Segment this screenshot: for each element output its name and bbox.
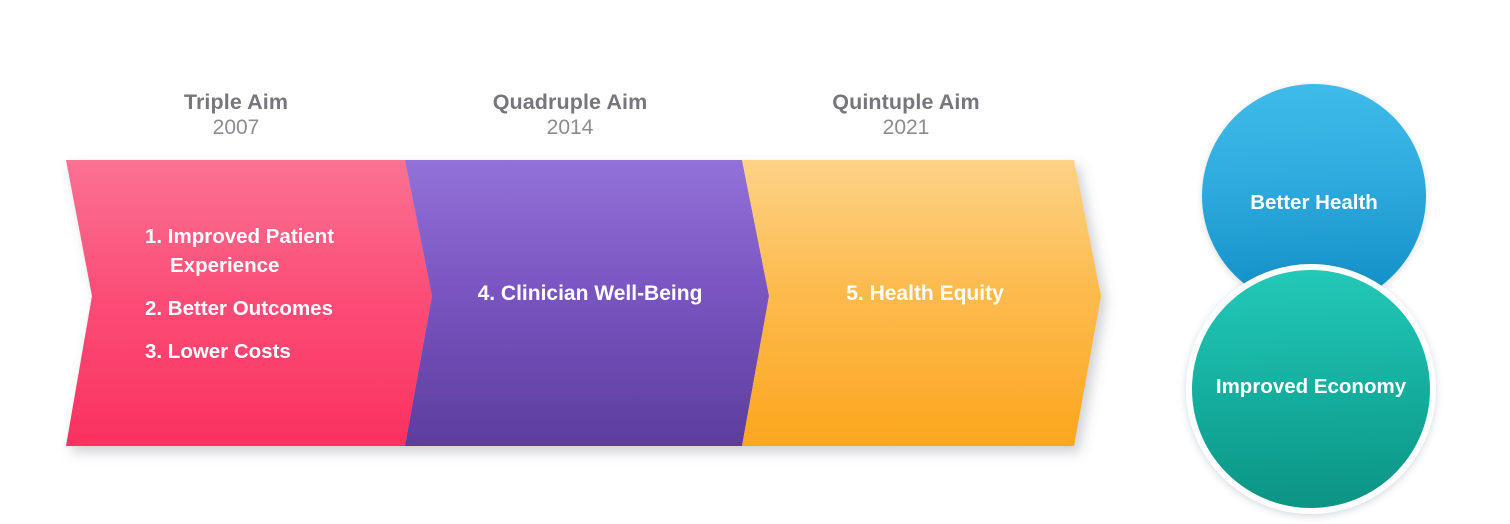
chevron-label-quintuple-aim: 5. Health Equity — [846, 282, 1004, 305]
chevron-label-quadruple-aim: 4. Clinician Well-Being — [477, 282, 703, 305]
aim-item-3: 3. Lower Costs — [145, 340, 291, 364]
phase-title-triple-aim: Triple Aim — [183, 90, 289, 114]
chevron-band — [52, 158, 1122, 448]
chevron-segment-triple-aim — [66, 160, 432, 446]
chevron-segment-quadruple-aim — [405, 160, 769, 446]
outcome-label-improved-economy: Improved Economy — [1215, 375, 1407, 399]
phase-title-quadruple-aim: Quadruple Aim — [492, 90, 648, 114]
phase-year-quintuple-aim: 2021 — [882, 116, 930, 140]
chevron-label-triple-aim: 1. Improved Patient Experience 2. Better… — [145, 222, 395, 366]
phase-header-quadruple-aim: Quadruple Aim 2014 — [470, 90, 670, 141]
chevron-segment-quintuple-aim — [742, 160, 1101, 446]
phase-header-quintuple-aim: Quintuple Aim 2021 — [806, 90, 1006, 141]
phase-header-triple-aim: Triple Aim 2007 — [136, 90, 336, 141]
phase-title-quintuple-aim: Quintuple Aim — [832, 90, 980, 114]
outcome-circles: Better Health Improved Economy — [1186, 84, 1456, 514]
phase-year-triple-aim: 2007 — [212, 116, 260, 140]
phase-year-quadruple-aim: 2014 — [546, 116, 594, 140]
outcome-circle-improved-economy: Improved Economy — [1186, 264, 1436, 514]
aim-item-1: 1. Improved Patient Experience — [145, 225, 335, 278]
outcome-label-better-health: Better Health — [1250, 191, 1378, 215]
aim-item-2: 2. Better Outcomes — [145, 297, 333, 321]
